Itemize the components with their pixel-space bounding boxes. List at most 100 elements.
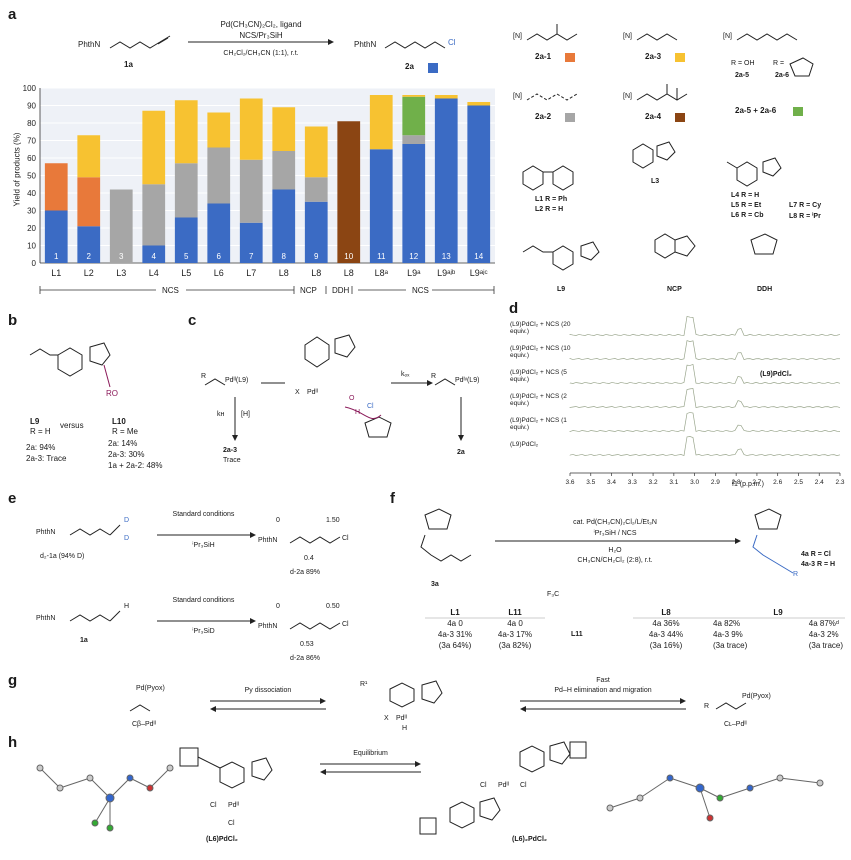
bar-segment-2a xyxy=(142,245,166,263)
group-ncp: NCP xyxy=(300,286,317,295)
bar-number: 10 xyxy=(344,252,353,261)
e-cond1: Standard conditions xyxy=(172,511,235,518)
x-tick-label: L3 xyxy=(116,268,126,278)
b-l10: L10 xyxy=(112,417,126,426)
y-tick-label: 20 xyxy=(27,224,36,233)
f-l1-r1: 4a 0 xyxy=(447,619,463,628)
x-tick-label: L4 xyxy=(149,268,159,278)
reaction-scheme-a xyxy=(109,35,446,49)
bar-segment-2a-3 xyxy=(77,135,101,178)
panel-label-c: c xyxy=(188,312,197,329)
bar-segment-2a-3 xyxy=(174,100,198,164)
x-tick-label: L9ᵃʲᶜ xyxy=(470,268,488,278)
f-l11-r2: 4a-3 17% xyxy=(497,630,533,639)
nmr-tick-label: 3.0 xyxy=(690,479,699,486)
bar-number: 6 xyxy=(217,252,222,261)
y-tick-label: 50 xyxy=(27,172,36,181)
f-l8-r1: 4a 36% xyxy=(652,619,680,628)
nmr-tick-label: 3.3 xyxy=(628,479,637,486)
e-sm1: d₂-1a (94% D) xyxy=(40,553,85,560)
bar-segment-2a xyxy=(369,149,393,263)
panel-e: PhthN D D d₂-1a (94% D) Standard conditi… xyxy=(20,495,385,670)
bar-segment-2a xyxy=(272,189,296,263)
x-tick-label: L9ᵃ xyxy=(407,268,421,278)
bar-number: 11 xyxy=(377,252,386,261)
panel-g: Pd(Pyox) Cβ–Pdᴵᴵ Py dissociation R¹ X Pd… xyxy=(20,675,851,735)
chart-ylabel: Yield of products (%) xyxy=(12,132,22,207)
group-brackets xyxy=(39,286,495,294)
nmr-tick-label: 2.5 xyxy=(794,479,803,486)
nmr-trace-label: (L9)PdCl₂ + NCS (1 equiv.) xyxy=(510,417,567,431)
group-ncs: NCS xyxy=(162,286,179,295)
prod-label: 2a xyxy=(405,62,414,71)
e-d-1: D xyxy=(124,517,130,524)
b-l10-r: R = Me xyxy=(112,427,139,436)
f-l11: L11 xyxy=(571,631,583,638)
bar-number: 5 xyxy=(184,252,189,261)
ligand-l7: L7 R = Cy xyxy=(789,202,822,209)
f-l9-r1: 4a 87%ᵈ xyxy=(808,619,839,628)
n-bracket-3: [N] xyxy=(723,33,732,40)
c-r: R xyxy=(201,373,207,380)
g-h: H xyxy=(402,725,408,732)
f-col-l8: L8 4a 36% 4a-3 44% (3a 16%) xyxy=(633,607,699,651)
panel-g-scheme xyxy=(129,680,747,712)
bar-segment-2a-3 xyxy=(467,102,491,106)
e-d1c: 0.4 xyxy=(304,555,314,562)
prod-phthn: PhthN xyxy=(354,40,377,49)
f-l9a-r2: 4a-3 9% xyxy=(713,630,743,639)
f-table-rule xyxy=(425,617,845,619)
swatch-2a-5-6 xyxy=(793,107,803,116)
panel-b: RO L9 R = H versus L10 R = Me 2a: 94% 2a… xyxy=(20,315,185,485)
b-l9-2a: 2a: 94% xyxy=(26,443,56,452)
nmr-trace xyxy=(569,315,841,336)
x-tick-label: L8 xyxy=(279,268,289,278)
panel-label-a: a xyxy=(8,6,17,23)
prod-cl: Cl xyxy=(448,38,456,47)
bar-number: 13 xyxy=(442,252,451,261)
e-d1a: 0 xyxy=(276,517,280,524)
bar-segment-2a-5-2a-6 xyxy=(402,96,426,136)
yield-chart-svg: 01020304050607080901001L12L23L34L45L56L6… xyxy=(23,84,495,278)
e-cl-1: Cl xyxy=(342,535,349,542)
swatch-2a-2 xyxy=(565,113,575,122)
bar-segment-2a-2 xyxy=(304,177,328,202)
c-trace: Trace xyxy=(223,457,241,464)
x-tick-label: L6 xyxy=(214,268,224,278)
r-oh: R = OH xyxy=(731,60,755,67)
h-l6: (L6)PdCl₂ xyxy=(206,836,238,843)
nmr-trace xyxy=(569,363,841,384)
bar-segment-2a xyxy=(467,105,491,263)
f-l9-r2: 4a-3 2% xyxy=(808,630,839,639)
e-cl-2: Cl xyxy=(342,621,349,628)
h-l62: (L6)₂PdCl₂ xyxy=(512,836,547,843)
panel-c-mechanism xyxy=(204,334,464,441)
ligand-l4: L4 R = H xyxy=(731,192,760,199)
y-tick-label: 10 xyxy=(27,242,36,251)
legend-2a-1: 2a-1 xyxy=(535,52,552,61)
nmr-tick-label: 3.6 xyxy=(565,479,574,486)
f-prod-a: 4a R = Cl xyxy=(801,551,831,558)
g-pd: Pdᴵᴵ xyxy=(396,715,407,722)
bar-segment-2a xyxy=(304,201,328,263)
e-sm2: 1a xyxy=(80,637,88,644)
e-d2c: 0.53 xyxy=(300,641,314,648)
panel-a-reaction: PhthN 1a Pd(CH₃CN)₂Cl₂, ligand NCS/Pr₃Si… xyxy=(0,0,500,80)
y-tick-label: 80 xyxy=(27,119,36,128)
c-o: O xyxy=(349,395,355,402)
g-right-top: Pd(Pyox) xyxy=(742,693,771,700)
bar-segment-2a-1 xyxy=(44,163,68,211)
f-prod-b: 4a-3 R = H xyxy=(801,561,836,568)
ligand-l2: L2 R = H xyxy=(535,206,564,213)
ligand-l1: L1 R = Ph xyxy=(535,196,568,203)
c-kh: kʜ xyxy=(217,411,225,418)
reagents-mid: NCS/Pr₃SiH xyxy=(239,31,283,40)
bar-segment-2a-2 xyxy=(239,159,263,223)
c-h: [H] xyxy=(241,411,250,418)
bar-segment-2a xyxy=(402,144,426,263)
x-tick-label: L7 xyxy=(246,268,256,278)
g-left-top: Pd(Pyox) xyxy=(136,685,165,692)
n-bracket-2: [N] xyxy=(623,33,632,40)
f-lig-l8: L8 xyxy=(661,608,671,617)
legend-2a-4: 2a-4 xyxy=(645,112,662,121)
